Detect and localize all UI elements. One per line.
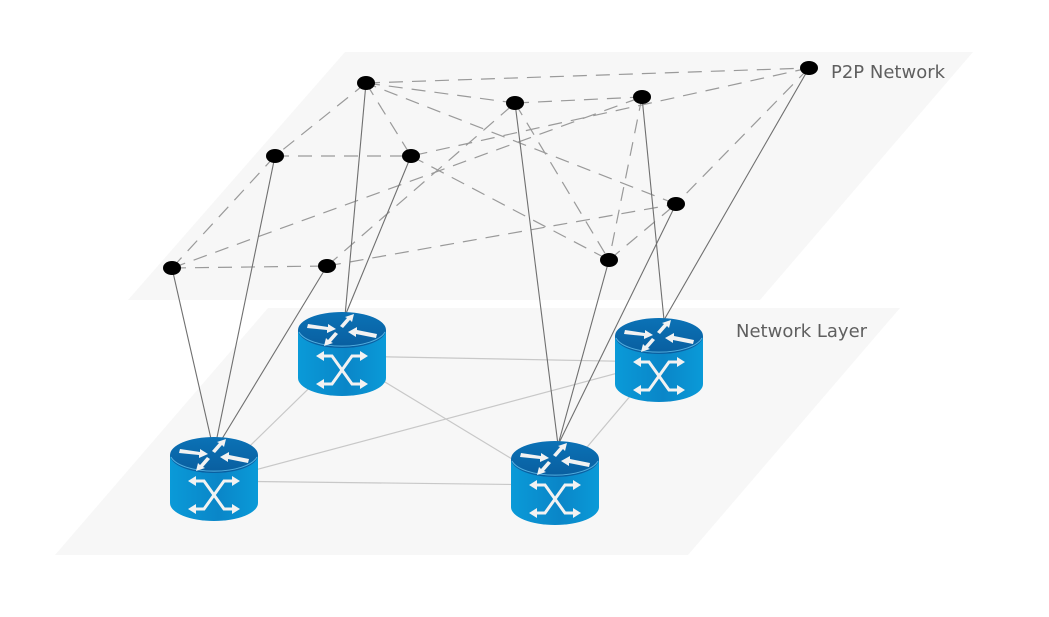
peer-node [402, 149, 420, 163]
p2p-network-plane [128, 52, 973, 300]
peer-node [266, 149, 284, 163]
p2p-edge [326, 102, 516, 267]
cross-layer-link [641, 96, 665, 321]
network-layer-plane [55, 308, 900, 555]
cross-layer-link [344, 82, 367, 317]
p2p-edge [365, 82, 412, 157]
p2p-edge [365, 67, 810, 84]
p2p-edge [171, 265, 328, 269]
p2p-edge [675, 67, 810, 205]
p2p-edge [274, 82, 367, 157]
network-layer-label: Network Layer [736, 321, 868, 342]
peer-node [667, 197, 685, 211]
router-icon [296, 310, 388, 398]
cross-layer-link [213, 265, 328, 453]
network-link [213, 361, 660, 482]
router-icon [168, 435, 260, 523]
peer-nodes [163, 61, 818, 275]
cross-layer-link [171, 267, 215, 453]
p2p-edge [365, 82, 677, 205]
cross-layer-link [344, 155, 412, 317]
network-link [213, 480, 556, 486]
cross-layer-link [557, 259, 610, 446]
p2p-edges [171, 67, 810, 269]
peer-node [600, 253, 618, 267]
peer-node [506, 96, 524, 110]
p2p-edge [410, 155, 610, 261]
p2p-edge [365, 82, 516, 104]
p2p-edge [514, 96, 643, 104]
cross-layer-links [171, 67, 810, 453]
peer-node [357, 76, 375, 90]
p2p-edge [171, 155, 276, 269]
p2p-edge [608, 203, 677, 261]
peer-node [800, 61, 818, 75]
peer-node [318, 259, 336, 273]
peer-node [633, 90, 651, 104]
p2p-edge [326, 203, 677, 267]
p2p-edge [608, 96, 643, 261]
router-icon [509, 439, 601, 527]
peer-node [163, 261, 181, 275]
cross-layer-link [663, 67, 810, 321]
cross-layer-link [514, 102, 559, 446]
cross-layer-link [213, 155, 276, 453]
p2p-network-label: P2P Network [831, 62, 946, 83]
p2p-edge [171, 96, 643, 269]
network-link [341, 355, 660, 363]
router-icon [613, 316, 705, 404]
